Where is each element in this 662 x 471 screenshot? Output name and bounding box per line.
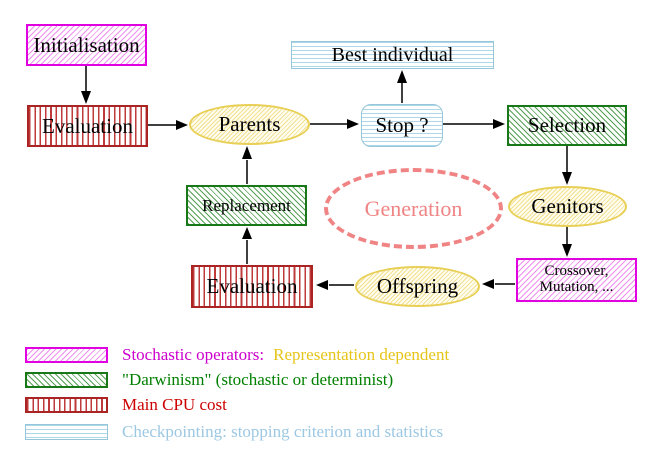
node-evaluation-top: Evaluation xyxy=(27,105,148,147)
arrow-stop-to-best-individual xyxy=(397,70,407,103)
legend-row-main-cpu-cost: Main CPU cost xyxy=(25,396,227,414)
arrow-crossover-to-offspring xyxy=(482,279,515,289)
legend-label-checkpointing: Checkpointing: stopping criterion and st… xyxy=(122,422,444,441)
arrow-offspring-to-evaluation xyxy=(316,280,354,290)
legend-swatch-red-stripes-icon xyxy=(25,397,108,413)
legend-label-main-cpu-cost: Main CPU cost xyxy=(122,395,227,414)
node-selection: Selection xyxy=(507,105,627,146)
legend-label-stochastic-operators: Stochastic operators: xyxy=(122,345,265,364)
legend-row-darwinism: "Darwinism" (stochastic or determinist) xyxy=(25,371,393,389)
node-offspring: Offspring xyxy=(355,266,480,307)
arrow-replacement-to-parents xyxy=(242,146,252,184)
crossover-line2: Mutation, ... xyxy=(539,279,614,295)
legend-swatch-magenta-hatch-icon xyxy=(25,347,108,363)
generation-loop-label: Generation xyxy=(324,168,503,249)
arrow-selection-to-genitors xyxy=(562,146,572,185)
arrow-evaluation-to-parents xyxy=(148,120,188,130)
arrow-stop-to-selection xyxy=(443,119,505,129)
node-replacement: Replacement xyxy=(186,185,307,226)
node-crossover-mutation: Crossover, Mutation, ... xyxy=(516,258,637,302)
arrow-initialisation-to-evaluation xyxy=(81,66,91,104)
legend-swatch-cyan-lines-icon xyxy=(25,424,108,440)
legend-swatch-green-hatch-icon xyxy=(25,372,108,388)
legend-row-checkpointing: Checkpointing: stopping criterion and st… xyxy=(25,423,443,441)
legend-label-darwinism: "Darwinism" (stochastic or determinist) xyxy=(122,370,394,389)
node-best-individual: Best individual xyxy=(291,41,494,69)
node-parents: Parents xyxy=(189,104,310,145)
crossover-line1: Crossover, xyxy=(544,263,609,280)
legend-row-stochastic-operators: Stochastic operators: Representation dep… xyxy=(25,346,449,364)
arrow-evaluation-to-replacement xyxy=(242,227,252,264)
node-genitors: Genitors xyxy=(508,186,627,227)
arrow-parents-to-stop xyxy=(310,119,359,129)
node-stop: Stop ? xyxy=(361,104,443,147)
arrow-genitors-to-crossover xyxy=(562,227,572,257)
node-evaluation-bottom: Evaluation xyxy=(191,265,313,308)
legend-label-representation-dependent: Representation dependent xyxy=(273,345,450,364)
node-initialisation: Initialisation xyxy=(26,24,147,66)
